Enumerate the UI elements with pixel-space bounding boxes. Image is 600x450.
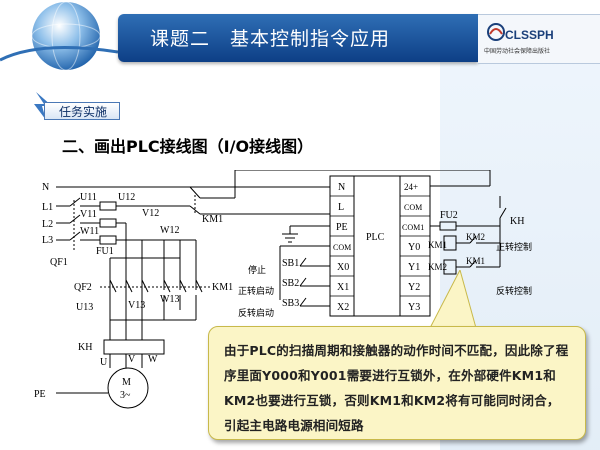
label-pe: PE: [34, 389, 46, 400]
label-coil-km1: KM1: [428, 240, 447, 250]
label-w: W: [148, 354, 158, 365]
label-n: N: [42, 182, 49, 193]
callout-text: 由于PLC的扫描周期和接触器的动作时间不匹配，因此除了程序里面Y000和Y001…: [224, 343, 569, 433]
plc-in-pe: PE: [336, 222, 348, 233]
label-v: V: [128, 354, 136, 365]
plc-out-y2: Y2: [408, 282, 420, 293]
arrow-icon: [34, 92, 52, 120]
label-stop: 停止: [248, 264, 266, 275]
label-sb2: SB2: [282, 278, 299, 289]
label-fwd-control: 正转控制: [496, 241, 532, 252]
plc-in-l: L: [338, 202, 344, 213]
label-u12: U12: [118, 192, 135, 203]
plc-in-x2: X2: [337, 302, 349, 313]
title-bar: [118, 14, 478, 62]
label-coil-km2: KM2: [428, 262, 447, 272]
plc-in-x1: X1: [337, 282, 349, 293]
label-rev-control: 反转控制: [496, 285, 532, 296]
label-motor-phase: 3~: [120, 390, 131, 401]
label-qf2: KM1: [202, 214, 223, 225]
logo-text: CLSSPH: [505, 28, 554, 42]
publisher-logo-icon: [487, 23, 505, 41]
label-w12: W12: [160, 225, 179, 236]
page-title: 课题二 基本控制指令应用: [150, 28, 391, 50]
plc-out-com: COM: [404, 203, 422, 212]
callout-tail: [429, 270, 477, 329]
label-v11: V11: [80, 209, 97, 220]
plc-in-com: COM: [333, 243, 351, 252]
section-heading: 二、画出PLC接线图（I/O接线图）: [62, 137, 314, 156]
plc-name: PLC: [366, 232, 385, 243]
label-fu1: FU1: [96, 246, 114, 257]
globe-icon: [0, 1, 118, 71]
label-kh-main: KH: [78, 342, 92, 353]
label-l2: L2: [42, 219, 53, 230]
label-u13: U13: [76, 302, 93, 313]
label-fu2: FU2: [440, 210, 458, 221]
label-w13: W13: [160, 294, 179, 305]
label-qf1: QF1: [50, 257, 68, 268]
label-u: U: [100, 357, 108, 368]
logo-subtitle: 中国劳动社会保障出版社: [484, 48, 551, 55]
plc-out-y1: Y1: [408, 262, 420, 273]
plc-out-24: 24+: [404, 182, 418, 192]
label-kh: KH: [510, 216, 524, 227]
label-sb1: SB1: [282, 258, 299, 269]
plc-in-n: N: [338, 182, 345, 193]
label-u11: U11: [80, 192, 97, 203]
label-sb3: SB3: [282, 298, 299, 309]
label-interlock-km1: KM1: [466, 256, 485, 266]
task-tag: 任务实施: [44, 102, 120, 120]
label-km2-main: KM1: [212, 282, 233, 293]
label-km1-main: QF2: [74, 282, 92, 293]
plc-in-x0: X0: [337, 262, 349, 273]
label-w11: W11: [80, 226, 99, 237]
callout-box: [208, 326, 586, 440]
wiring-diagram: N L1 L2 L3 QF1 U11 V11 W11 FU1 U12 V12 W…: [34, 170, 532, 409]
plc-out-com1: COM1: [402, 223, 424, 232]
label-rev-start: 反转启动: [238, 307, 274, 318]
label-v12: V12: [142, 208, 159, 219]
label-fwd-start: 正转启动: [238, 285, 274, 296]
label-interlock-km2: KM2: [466, 232, 485, 242]
label-motor: M: [122, 377, 131, 388]
label-v13: V13: [128, 300, 145, 311]
plc-out-y3: Y3: [408, 302, 420, 313]
label-l3: L3: [42, 235, 53, 246]
plc-out-y0: Y0: [408, 242, 420, 253]
label-l1: L1: [42, 202, 53, 213]
